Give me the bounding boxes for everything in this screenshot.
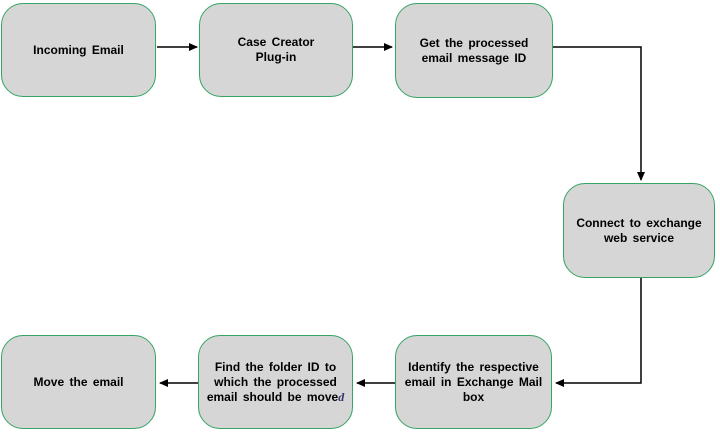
node-connect-exchange-label: Connect to exchange web service (576, 215, 702, 245)
node-identify-email: Identify the respective email in Exchang… (395, 335, 552, 429)
node-case-creator-plugin: Case Creator Plug-in (199, 3, 353, 97)
node-find-folder-id-label-suffix: d (338, 389, 345, 404)
node-move-email-label: Move the email (33, 374, 124, 389)
node-incoming-email-label: Incoming Email (33, 42, 124, 57)
node-get-processed-email-id-label: Get the processed email message ID (419, 35, 529, 65)
node-get-processed-email-id: Get the processed email message ID (395, 3, 553, 98)
node-move-email: Move the email (1, 335, 156, 429)
node-case-creator-plugin-label: Case Creator Plug-in (237, 35, 315, 64)
node-incoming-email: Incoming Email (1, 3, 156, 97)
node-identify-email-label: Identify the respective email in Exchang… (404, 359, 543, 404)
node-find-folder-id-label-main: Find the folder ID to which the processe… (206, 359, 339, 404)
node-connect-exchange: Connect to exchange web service (563, 183, 715, 278)
arrow-get-id-to-connect (553, 46, 645, 181)
node-find-folder-id: Find the folder ID to which the processe… (198, 335, 353, 429)
arrow-connect-to-identify (555, 278, 642, 387)
node-find-folder-id-label: Find the folder ID to which the processe… (201, 360, 350, 405)
